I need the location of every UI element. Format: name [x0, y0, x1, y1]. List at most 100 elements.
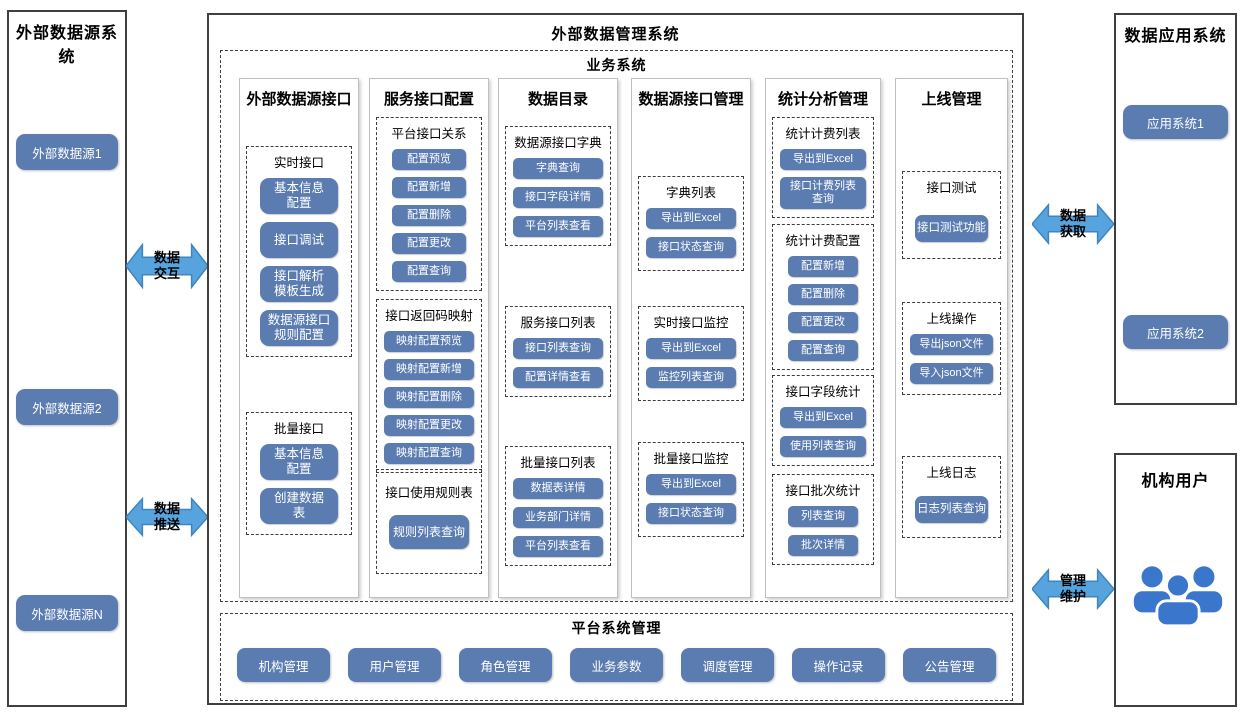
- module-button: 基本信息 配置: [260, 178, 338, 214]
- module-button: 配置删除: [788, 284, 858, 305]
- arrow-label: 数据获取: [1059, 208, 1086, 239]
- group-label: 批量接口列表: [520, 456, 596, 470]
- group-label: 数据源接口字典: [514, 136, 602, 150]
- group-batch-interface-monitor: 批量接口监控 导出到Excel 接口状态查询: [638, 442, 744, 537]
- group-label: 上线日志: [926, 466, 977, 480]
- module-button: 导入json文件: [910, 363, 993, 384]
- module-button: 日志列表查询: [915, 496, 988, 523]
- module-button: 接口状态查询: [646, 237, 736, 258]
- group-label: 接口使用规则表: [385, 486, 473, 500]
- col-external-data-source-interface: 外部数据源接口 实时接口 基本信息 配置 接口调试 接口解析 模板生成 数据源接…: [239, 78, 359, 598]
- external-data-management-system-box: 外部数据管理系统 业务系统 外部数据源接口 实时接口 基本信息 配置 接口调试 …: [207, 13, 1024, 705]
- module-button: 数据表详情: [513, 478, 603, 499]
- group-label: 统计计费配置: [785, 234, 861, 248]
- module-button: 配置新增: [788, 256, 858, 277]
- group-batch-interface-list: 批量接口列表 数据表详情 业务部门详情 平台列表查看: [505, 446, 611, 566]
- group-online-log: 上线日志 日志列表查询: [902, 456, 1001, 538]
- col-online-mgmt: 上线管理 接口测试 接口测试功能 上线操作 导出json文件 导入json文件 …: [895, 78, 1008, 598]
- group-label: 服务接口列表: [520, 316, 596, 330]
- group-return-code-mapping: 接口返回码映射 映射配置预览 映射配置新增 映射配置删除 映射配置更改 映射配置…: [376, 299, 482, 473]
- module-button: 字典查询: [513, 158, 603, 179]
- group-platform-interface-relation: 平台接口关系 配置预览 配置新增 配置删除 配置更改 配置查询: [376, 117, 482, 291]
- group-dictionary-list: 字典列表 导出到Excel 接口状态查询: [638, 176, 744, 271]
- platform-system-mgmt-box: 平台系统管理 机构管理 用户管理 角色管理 业务参数 调度管理 操作记录 公告管…: [220, 613, 1013, 701]
- institution-users-panel: 机构用户: [1114, 453, 1237, 707]
- module-button: 配置预览: [392, 149, 466, 170]
- module-button: 数据源接口 规则配置: [260, 310, 338, 346]
- group-label: 接口返回码映射: [385, 309, 473, 323]
- group-service-interface-list: 服务接口列表 接口列表查询 配置详情查看: [505, 306, 611, 397]
- data-application-system-panel: 数据应用系统 应用系统1 应用系统2: [1114, 13, 1237, 405]
- col-statistics-analysis-mgmt: 统计分析管理 统计计费列表 导出到Excel 接口计费列表 查询 统计计费配置 …: [765, 78, 881, 598]
- module-button: 配置更改: [392, 233, 466, 254]
- module-button: 配置删除: [392, 205, 466, 226]
- group-interface-batch-stats: 接口批次统计 列表查询 批次详情: [772, 474, 874, 565]
- manage-maintain-arrow: 管理维护: [1032, 563, 1114, 615]
- column-title: 外部数据源接口: [246, 91, 352, 108]
- group-billing-config: 统计计费配置 配置新增 配置删除 配置更改 配置查询: [772, 224, 874, 370]
- panel-title: 机构用户: [1141, 473, 1210, 490]
- module-button: 接口调试: [260, 222, 338, 258]
- column-title: 上线管理: [921, 91, 982, 108]
- module-button: 业务参数: [570, 648, 663, 682]
- module-button: 创建数据 表: [260, 488, 338, 524]
- group-label: 接口批次统计: [785, 484, 861, 498]
- module-button: 映射配置更改: [384, 415, 474, 436]
- arrow-label: 数据交互: [153, 250, 180, 281]
- arrow-label: 数据推送: [153, 501, 180, 532]
- module-button: 导出到Excel: [646, 208, 736, 229]
- platform-title: 平台系统管理: [571, 620, 662, 636]
- module-button: 平台列表查看: [513, 536, 603, 557]
- group-interface-test: 接口测试 接口测试功能: [902, 171, 1001, 259]
- module-button: 导出json文件: [910, 334, 993, 355]
- module-button: 使用列表查询: [780, 436, 866, 457]
- module-button: 导出到Excel: [646, 338, 736, 359]
- panel-title: 外部数据源系统: [15, 25, 118, 66]
- column-title: 数据源接口管理: [638, 91, 744, 108]
- module-button: 配置详情查看: [513, 367, 603, 388]
- arrow-label: 管理维护: [1059, 573, 1086, 604]
- module-button: 规则列表查询: [389, 515, 469, 549]
- group-realtime-interface-monitor: 实时接口监控 导出到Excel 监控列表查询: [638, 306, 744, 401]
- business-system-box: 业务系统 外部数据源接口 实时接口 基本信息 配置 接口调试 接口解析 模板生成…: [220, 50, 1013, 602]
- group-label: 批量接口监控: [653, 452, 729, 466]
- module-button: 映射配置预览: [384, 331, 474, 352]
- users-group-icon: [1130, 560, 1226, 638]
- group-label: 平台接口关系: [391, 127, 467, 141]
- group-label: 实时接口: [273, 156, 324, 170]
- module-button: 平台列表查看: [513, 216, 603, 237]
- data-fetch-arrow: 数据获取: [1032, 198, 1114, 250]
- module-button: 配置新增: [392, 177, 466, 198]
- module-button: 配置查询: [392, 261, 466, 282]
- module-button: 监控列表查询: [646, 367, 736, 388]
- module-button: 接口计费列表 查询: [780, 177, 866, 209]
- group-datasource-interface-dictionary: 数据源接口字典 字典查询 接口字段详情 平台列表查看: [505, 126, 611, 246]
- col-data-catalog: 数据目录 数据源接口字典 字典查询 接口字段详情 平台列表查看 服务接口列表 接…: [498, 78, 618, 598]
- module-button: 公告管理: [903, 648, 996, 682]
- external-data-source-2-node: 外部数据源2: [16, 389, 118, 425]
- group-interface-usage-rules: 接口使用规则表 规则列表查询: [376, 469, 482, 574]
- group-label: 字典列表: [665, 186, 716, 200]
- col-datasource-interface-mgmt: 数据源接口管理 字典列表 导出到Excel 接口状态查询 实时接口监控 导出到E…: [631, 78, 751, 598]
- group-interface-field-stats: 接口字段统计 导出到Excel 使用列表查询: [772, 375, 874, 466]
- module-button: 接口状态查询: [646, 503, 736, 524]
- application-system-2-node: 应用系统2: [1123, 315, 1228, 349]
- data-push-arrow: 数据推送: [126, 492, 208, 542]
- group-realtime-interface: 实时接口 基本信息 配置 接口调试 接口解析 模板生成 数据源接口 规则配置: [246, 146, 352, 357]
- module-button: 接口解析 模板生成: [260, 266, 338, 302]
- group-label: 接口字段统计: [785, 385, 861, 399]
- column-title: 统计分析管理: [777, 91, 868, 108]
- external-data-source-n-node: 外部数据源N: [16, 595, 118, 631]
- module-button: 基本信息 配置: [260, 444, 338, 480]
- module-button: 导出到Excel: [646, 474, 736, 495]
- center-title: 外部数据管理系统: [551, 26, 680, 43]
- module-button: 调度管理: [681, 648, 774, 682]
- panel-title: 数据应用系统: [1124, 28, 1227, 45]
- group-billing-list: 统计计费列表 导出到Excel 接口计费列表 查询: [772, 117, 874, 218]
- data-interaction-arrow: 数据交互: [126, 237, 208, 295]
- module-button: 操作记录: [792, 648, 885, 682]
- module-button: 接口测试功能: [915, 215, 988, 242]
- external-data-source-1-node: 外部数据源1: [16, 134, 118, 170]
- module-button: 接口列表查询: [513, 338, 603, 359]
- module-button: 角色管理: [459, 648, 552, 682]
